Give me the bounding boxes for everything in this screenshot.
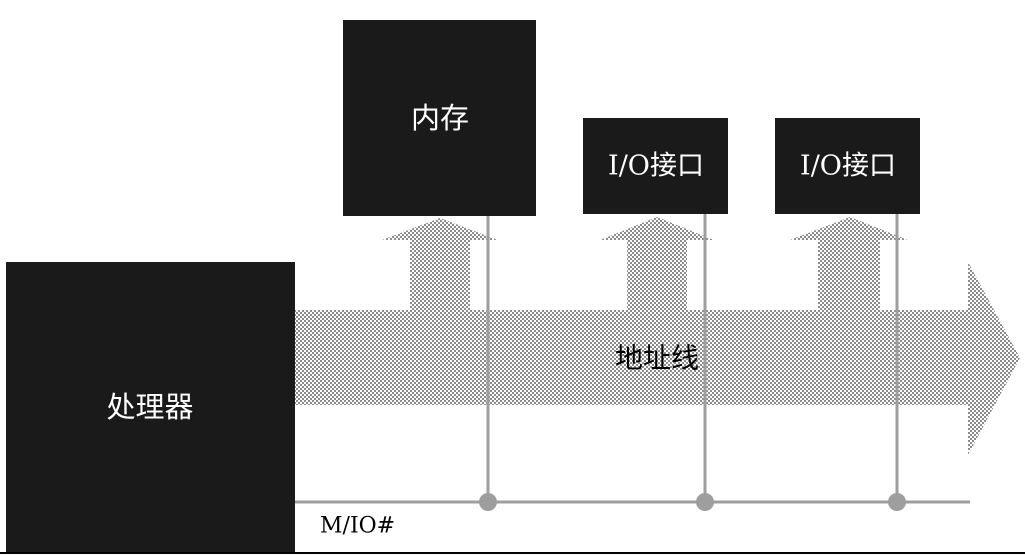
processor-box bbox=[6, 262, 295, 553]
io2-junction-dot bbox=[888, 493, 906, 511]
io2-up-arrow bbox=[790, 217, 908, 310]
io-interface-box-2 bbox=[775, 118, 920, 214]
mio-signal-label: M/IO# bbox=[320, 514, 395, 539]
io1-up-arrow bbox=[600, 217, 714, 310]
address-bus-label: 地址线 bbox=[615, 342, 699, 375]
io-interface-label-1: I/O接口 bbox=[608, 151, 704, 182]
memory-junction-dot bbox=[479, 493, 497, 511]
io-interface-label-2: I/O接口 bbox=[800, 151, 896, 182]
memory-label: 内存 bbox=[411, 101, 469, 135]
processor-label: 处理器 bbox=[106, 390, 193, 424]
io1-junction-dot bbox=[696, 493, 714, 511]
memory-up-arrow bbox=[382, 218, 498, 310]
io-interface-box-1 bbox=[583, 118, 728, 214]
address-bus-arrow bbox=[295, 262, 1020, 455]
memory-box bbox=[343, 20, 536, 216]
